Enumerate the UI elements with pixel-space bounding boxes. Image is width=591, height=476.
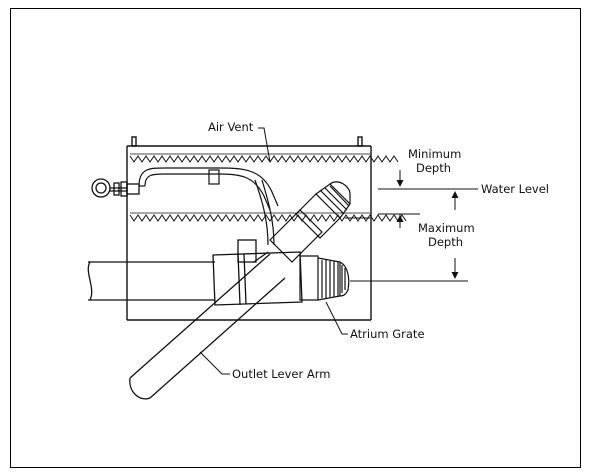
upper-grate-fitting	[269, 181, 351, 263]
label-max-depth: Depth	[428, 235, 463, 249]
label-maximum: Maximum	[418, 221, 475, 235]
label-minimum: Minimum	[408, 147, 461, 161]
diagram-frame	[10, 8, 581, 468]
air-vent-tube	[138, 167, 279, 246]
leader-lines	[199, 127, 348, 375]
outlet-pipe	[87, 239, 303, 306]
label-min-depth: Depth	[416, 161, 451, 175]
dimension-lines	[345, 170, 478, 282]
tank-box	[126, 136, 372, 321]
top-water-line	[129, 155, 399, 163]
atrium-grate	[299, 255, 350, 301]
label-water-level: Water Level	[481, 182, 549, 196]
label-outlet-lever-arm: Outlet Lever Arm	[232, 367, 330, 381]
eye-bolt	[91, 178, 140, 198]
label-air-vent: Air Vent	[208, 120, 254, 134]
outlet-lever-arm	[129, 253, 286, 400]
label-atrium-grate: Atrium Grate	[350, 327, 425, 341]
